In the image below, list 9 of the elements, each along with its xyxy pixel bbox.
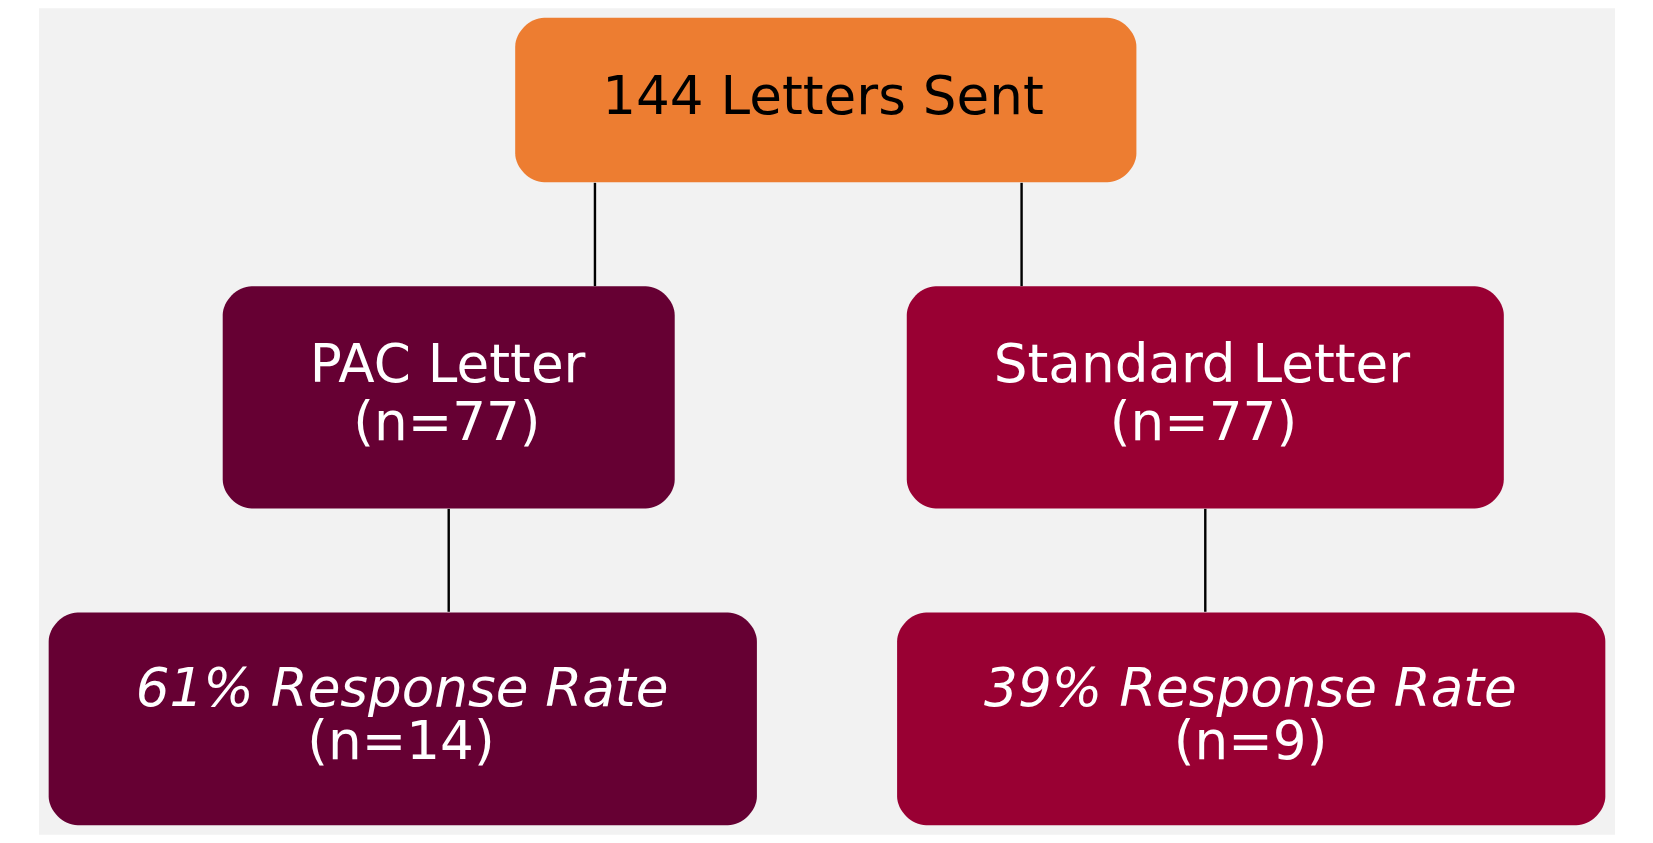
node-box: Standard Letter (n=77) (906, 286, 1504, 509)
connector (447, 508, 450, 612)
node-box: 144 Letters Sent (514, 17, 1136, 183)
node-box: PAC Letter (n=77) (222, 286, 675, 509)
node-box: 39% Response Rate (n=9) (896, 612, 1605, 826)
node-box: 61% Response Rate (n=14) (48, 612, 757, 826)
connector (1203, 508, 1206, 612)
connector (593, 182, 596, 287)
connector (1019, 182, 1023, 287)
